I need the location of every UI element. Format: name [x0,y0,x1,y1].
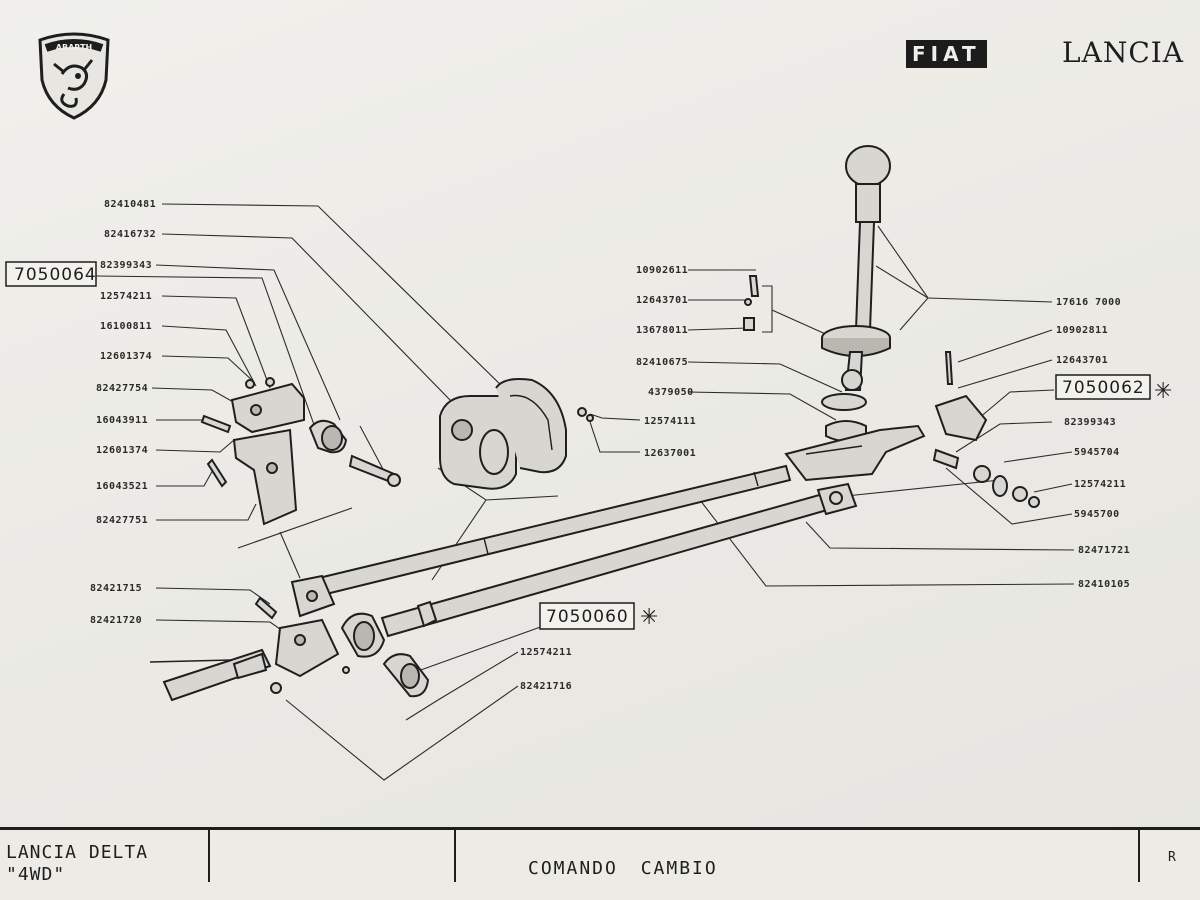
callout-82421715: 82421715 [90,583,142,594]
gear-lever-gaiter-plate [439,378,567,490]
callouts-center-left: 10902611 12643701 13678011 82410675 4379… [636,265,694,398]
gear-selector-bracket [784,424,926,482]
callout-10902811: 10902811 [1056,325,1108,336]
lower-linkage [149,574,430,702]
fiat-logo: FIAT [906,40,987,68]
model-variant: "4WD" [6,864,66,885]
callout-82471721: 82471721 [1078,545,1130,556]
title-block-divider [208,830,210,882]
callouts-boxed: 7050064 7050062 ✳ 7050060 ✳ [5,261,1172,630]
callout-12574211-c: 12574211 [520,647,572,658]
callout-5945704: 5945704 [1074,447,1120,458]
callout-176167000: 17616 7000 [1056,297,1121,308]
callout-16043911: 16043911 [96,415,148,426]
callout-82421716: 82421716 [520,681,572,692]
model-name: LANCIA DELTA [6,842,149,863]
callout-12601374-a: 12601374 [100,351,152,362]
callout-82410675: 82410675 [636,357,688,368]
callout-82427751: 82427751 [96,515,148,526]
callouts-left: 82410481 82416732 82399343 12574211 1610… [96,199,156,526]
abarth-logo: ABARTH [38,32,110,120]
left-mount-bracket [230,382,348,526]
title-block-divider [1138,830,1140,882]
drawing-title: COMANDO CAMBIO [528,858,718,879]
callout-82399343-b: 82399343 [1064,417,1116,428]
callout-7050062: 7050062 [1062,378,1145,398]
callouts-lower: 82421715 82421720 12574211 82421716 [90,583,572,692]
callout-5945700: 5945700 [1074,509,1120,520]
asterisk-7050060: ✳ [640,605,658,630]
callout-4379050: 4379050 [648,387,694,398]
callout-10902611: 10902611 [636,265,688,276]
title-block-divider [454,830,456,882]
callout-12643701-a: 12643701 [636,295,688,306]
lower-selector-rod [380,482,858,638]
callout-82410105: 82410105 [1078,579,1130,590]
callout-12574111: 12574111 [644,416,696,427]
asterisk-7050062: ✳ [1154,379,1172,404]
leader-lines-left [95,203,559,637]
callout-16043521: 16043521 [96,481,148,492]
lancia-logo: LANCIA [1062,36,1185,69]
callout-12574211-b: 12574211 [1074,479,1126,490]
callout-7050064: 7050064 [14,265,97,285]
callouts-middle: 12574111 12637001 [644,416,696,459]
callouts-right: 17616 7000 10902811 12643701 82399343 59… [1056,297,1130,590]
title-block: LANCIA DELTA "4WD" COMANDO CAMBIO R [0,827,1200,900]
callout-82427754: 82427754 [96,383,148,394]
callout-82399343: 82399343 [100,260,152,271]
callout-82421720: 82421720 [90,615,142,626]
abarth-badge-text: ABARTH [56,43,92,52]
callout-12637001: 12637001 [644,448,696,459]
callout-82410481: 82410481 [104,199,156,210]
leader-lines-right [285,225,1075,781]
callout-12574211: 12574211 [100,291,152,302]
gear-lever-assembly [821,145,891,442]
callout-12643701-b: 12643701 [1056,355,1108,366]
callout-82416732: 82416732 [104,229,156,240]
callout-16100811: 16100811 [100,321,152,332]
small-hardware [200,275,1040,508]
callout-13678011: 13678011 [636,325,688,336]
sheet-reference: R [1168,850,1176,865]
callout-12601374-b: 12601374 [96,445,148,456]
callout-7050060: 7050060 [546,607,629,627]
